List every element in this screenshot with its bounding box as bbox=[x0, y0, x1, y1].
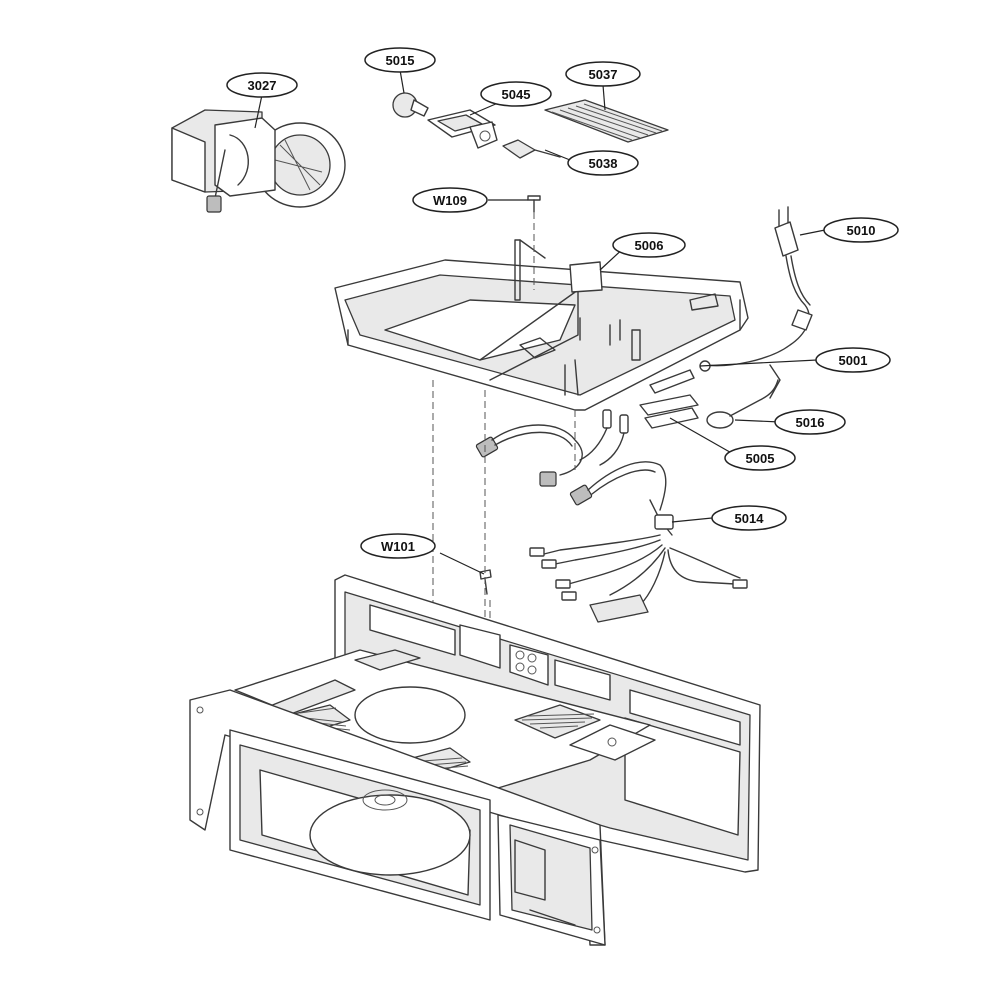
svg-text:5045: 5045 bbox=[502, 87, 531, 102]
svg-text:5006: 5006 bbox=[635, 238, 664, 253]
svg-text:5010: 5010 bbox=[847, 223, 876, 238]
fan-motor-assembly-part bbox=[171, 109, 346, 213]
oven-cavity-frame-part bbox=[189, 574, 761, 946]
lamp-bulb-part bbox=[392, 92, 429, 118]
svg-text:5014: 5014 bbox=[735, 511, 765, 526]
lamp-socket-part bbox=[427, 109, 498, 149]
callout-5038: 5038 bbox=[567, 150, 639, 176]
svg-text:5038: 5038 bbox=[589, 156, 618, 171]
callout-3027: 3027 bbox=[226, 72, 298, 98]
callout-5015: 5015 bbox=[364, 47, 436, 73]
callout-5006: 5006 bbox=[612, 232, 686, 258]
svg-text:W109: W109 bbox=[433, 193, 467, 208]
fuse-holder-part bbox=[639, 394, 699, 429]
screw-w109-part bbox=[527, 195, 541, 213]
svg-text:3027: 3027 bbox=[248, 78, 277, 93]
svg-text:5037: 5037 bbox=[589, 67, 618, 82]
lamp-holder-part bbox=[502, 139, 561, 159]
thermal-cutout-part bbox=[706, 379, 779, 429]
svg-text:5001: 5001 bbox=[839, 353, 868, 368]
svg-text:5005: 5005 bbox=[746, 451, 775, 466]
svg-text:5016: 5016 bbox=[796, 415, 825, 430]
svg-text:5015: 5015 bbox=[386, 53, 415, 68]
callout-5045: 5045 bbox=[480, 81, 552, 107]
callout-5014: 5014 bbox=[711, 505, 787, 531]
power-cord-part bbox=[699, 206, 813, 372]
callout-5016: 5016 bbox=[774, 409, 846, 435]
callout-w101: W101 bbox=[360, 533, 436, 559]
callout-w109: W109 bbox=[412, 187, 488, 213]
fuse-part bbox=[649, 364, 781, 399]
callout-5001: 5001 bbox=[815, 347, 891, 373]
leader-lines bbox=[254, 69, 826, 575]
wire-harness-part bbox=[475, 409, 748, 623]
control-box-part bbox=[334, 239, 749, 411]
grille-filter-part bbox=[544, 99, 669, 143]
callout-5037: 5037 bbox=[565, 61, 641, 87]
callout-5010: 5010 bbox=[823, 217, 899, 243]
svg-text:W101: W101 bbox=[381, 539, 415, 554]
callout-5005: 5005 bbox=[724, 445, 796, 471]
